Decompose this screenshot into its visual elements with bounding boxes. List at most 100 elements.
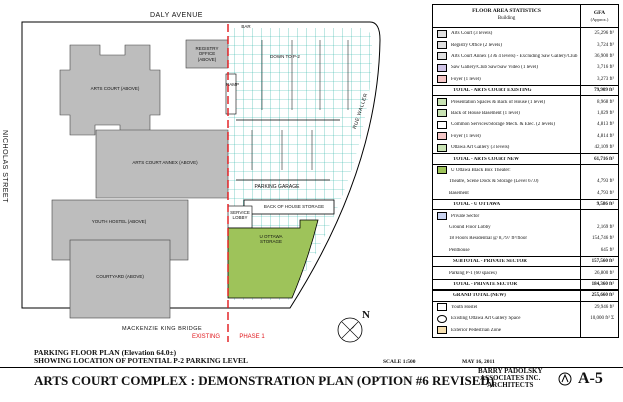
- legend-swatch: [437, 143, 447, 152]
- firm-line-1: BARRY PADOLSKY: [478, 367, 543, 375]
- table-row: Back of House Basement (1 level)1,029 ft…: [433, 108, 618, 119]
- row-name: SUBTOTAL - PRIVATE SECTOR: [453, 259, 527, 265]
- row-name: TOTAL - ARTS COURT EXISTING: [453, 88, 532, 94]
- row-name: TOTAL - U OTTAWA: [453, 202, 501, 208]
- label-bar: BAR: [241, 24, 251, 29]
- row-gfa: 154,746 ft²: [591, 236, 614, 242]
- row-gfa: 4,793 ft²: [596, 179, 614, 185]
- table-row: Ottawa Art Gallery (3 levels) 42,109 ft²: [433, 142, 618, 153]
- row-gfa: 10,000 ft² Σ: [590, 316, 614, 322]
- label-down-p2: DOWN TO P-2: [270, 54, 300, 59]
- legend-swatch: [437, 303, 447, 312]
- table-header: FLOOR AREA STATISTICS Building GFA (Appr…: [433, 5, 618, 28]
- legend-swatch: [437, 52, 447, 61]
- label-youth: YOUTH HOSTEL (ABOVE): [91, 219, 147, 224]
- row-gfa: 4,814 ft²: [596, 133, 614, 139]
- legend-swatch: [437, 75, 447, 84]
- label-garage: PARKING GARAGE: [254, 184, 300, 190]
- drawing-subtitle-2: SHOWING LOCATION OF POTENTIAL P-2 PARKIN…: [34, 356, 249, 365]
- row-name: Presentation Spaces & Back of House (1 l…: [451, 99, 546, 105]
- row-gfa: 25,296 ft²: [594, 31, 614, 37]
- row-name: Back of House Basement (1 level): [451, 110, 520, 116]
- row-name: Ground Floor Lobby: [449, 224, 491, 230]
- label-registry: REGISTRY OFFICE (ABOVE): [195, 46, 219, 62]
- row-name: GRAND TOTAL (NEW): [453, 293, 506, 299]
- legend-swatch: [437, 314, 447, 323]
- table-row: Arts Court (3 levels) 25,296 ft²: [433, 28, 618, 39]
- gfa-header: GFA: [593, 10, 606, 16]
- drawing-title: ARTS COURT COMPLEX : DEMONSTRATION PLAN …: [34, 373, 495, 388]
- table-total-row: GRAND TOTAL (NEW)255,660 ft²: [433, 290, 618, 302]
- row-gfa: 42,109 ft²: [594, 145, 614, 151]
- row-name: Registry Office (2 levels): [451, 42, 502, 48]
- label-courtyard: COURTYARD (ABOVE): [96, 274, 144, 279]
- table-row: Arts Court Annex (3 & 4 levels) - Exclud…: [433, 51, 618, 62]
- row-name: Saw Gallery/Club Saw/Saw Video (1 level): [451, 65, 538, 71]
- row-name: Ottawa Art Gallery (3 levels): [451, 145, 510, 151]
- row-name: Basement: [449, 190, 469, 196]
- sheet-number: A-5: [578, 370, 603, 387]
- row-name: Private Sector: [451, 213, 480, 219]
- firm-line-3: ARCHITECTS: [487, 381, 534, 389]
- table-row: Presentation Spaces & Back of House (1 l…: [433, 96, 618, 107]
- title-divider: [0, 367, 623, 368]
- row-gfa: 4,813 ft²: [596, 122, 614, 128]
- row-name: 18 Floors Residential @ 8,797 ft²/floor: [449, 236, 528, 242]
- street-mackenzie: MACKENZIE KING BRIDGE: [122, 326, 203, 332]
- table-row: Registry Office (2 levels) 3,724 ft²: [433, 39, 618, 50]
- table-title: FLOOR AREA STATISTICS: [472, 8, 541, 14]
- table-row: Theatre, Scene Dock & Storage (Level 67.…: [433, 176, 618, 187]
- table-row: Common Services/Storage Mech. & Elec. (2…: [433, 119, 618, 130]
- row-gfa: 3,273 ft²: [596, 76, 614, 82]
- row-gfa: 61,716 ft²: [594, 156, 614, 162]
- row-gfa: 79,909 ft²: [594, 88, 614, 94]
- label-boh: BACK OF HOUSE STORAGE: [263, 204, 325, 209]
- row-name: Arts Court Annex (3 & 4 levels) - Exclud…: [451, 53, 578, 59]
- legend-swatch: [437, 109, 447, 118]
- legend-swatch: [437, 166, 447, 175]
- floor-area-statistics-table: FLOOR AREA STATISTICS Building GFA (Appr…: [432, 4, 619, 338]
- north-arrow-icon: [337, 317, 363, 343]
- row-name: U Ottawa Black Box Theater:: [451, 167, 511, 173]
- row-gfa: 4,793 ft²: [596, 190, 614, 196]
- legend-swatch: [437, 98, 447, 107]
- table-row: Exterior Pedestrian Zone: [433, 324, 618, 335]
- uottawa-storage-area: [227, 219, 319, 299]
- table-row: Saw Gallery/Club Saw/Saw Video (1 level)…: [433, 62, 618, 73]
- site-plan: [21, 21, 381, 343]
- table-row: 18 Floors Residential @ 8,797 ft²/floor 1…: [433, 233, 618, 244]
- table-row: Private Sector: [433, 210, 618, 221]
- table-subtitle: Building: [497, 16, 516, 21]
- legend-swatch: [437, 41, 447, 50]
- legend-swatch: [437, 212, 447, 221]
- table-row: Existing Ottawa Art Gallery Space 10,000 …: [433, 313, 618, 324]
- legend-swatch: [437, 236, 445, 242]
- row-name: TOTAL - ARTS COURT NEW: [453, 156, 520, 162]
- legend-swatch: [437, 326, 447, 335]
- label-arts-court: ARTS COURT (ABOVE): [90, 86, 140, 91]
- property-line: [21, 21, 381, 309]
- row-gfa: 184,360 ft²: [591, 281, 614, 287]
- row-name: Existing Ottawa Art Gallery Space: [451, 316, 521, 322]
- legend-swatch: [437, 270, 445, 276]
- row-gfa: 3,724 ft²: [596, 42, 614, 48]
- parking-stalls: [251, 40, 349, 170]
- row-gfa: 36,900 ft²: [594, 53, 614, 59]
- row-gfa: 645 ft²: [600, 247, 614, 253]
- row-name: Arts Court (3 levels): [451, 31, 493, 37]
- table-total-row: TOTAL - PRIVATE SECTOR 184,360 ft²: [433, 278, 618, 291]
- row-name: Exterior Pedestrian Zone: [451, 327, 501, 333]
- drawing-subtitle-1: PARKING FLOOR PLAN (Elevation 64.0±): [34, 348, 177, 357]
- legend-swatch: [437, 179, 445, 185]
- legend-swatch: [437, 224, 445, 230]
- ramp: [225, 73, 237, 115]
- table-row: Ground Floor Lobby 2,169 ft²: [433, 222, 618, 233]
- row-gfa: 2,169 ft²: [596, 224, 614, 230]
- table-total-row: TOTAL - ARTS COURT NEW 61,716 ft²: [433, 153, 618, 165]
- street-nicholas: NICHOLAS STREET: [1, 130, 8, 203]
- row-name: TOTAL - PRIVATE SECTOR: [453, 281, 518, 287]
- row-gfa: 157,560 ft²: [591, 259, 614, 265]
